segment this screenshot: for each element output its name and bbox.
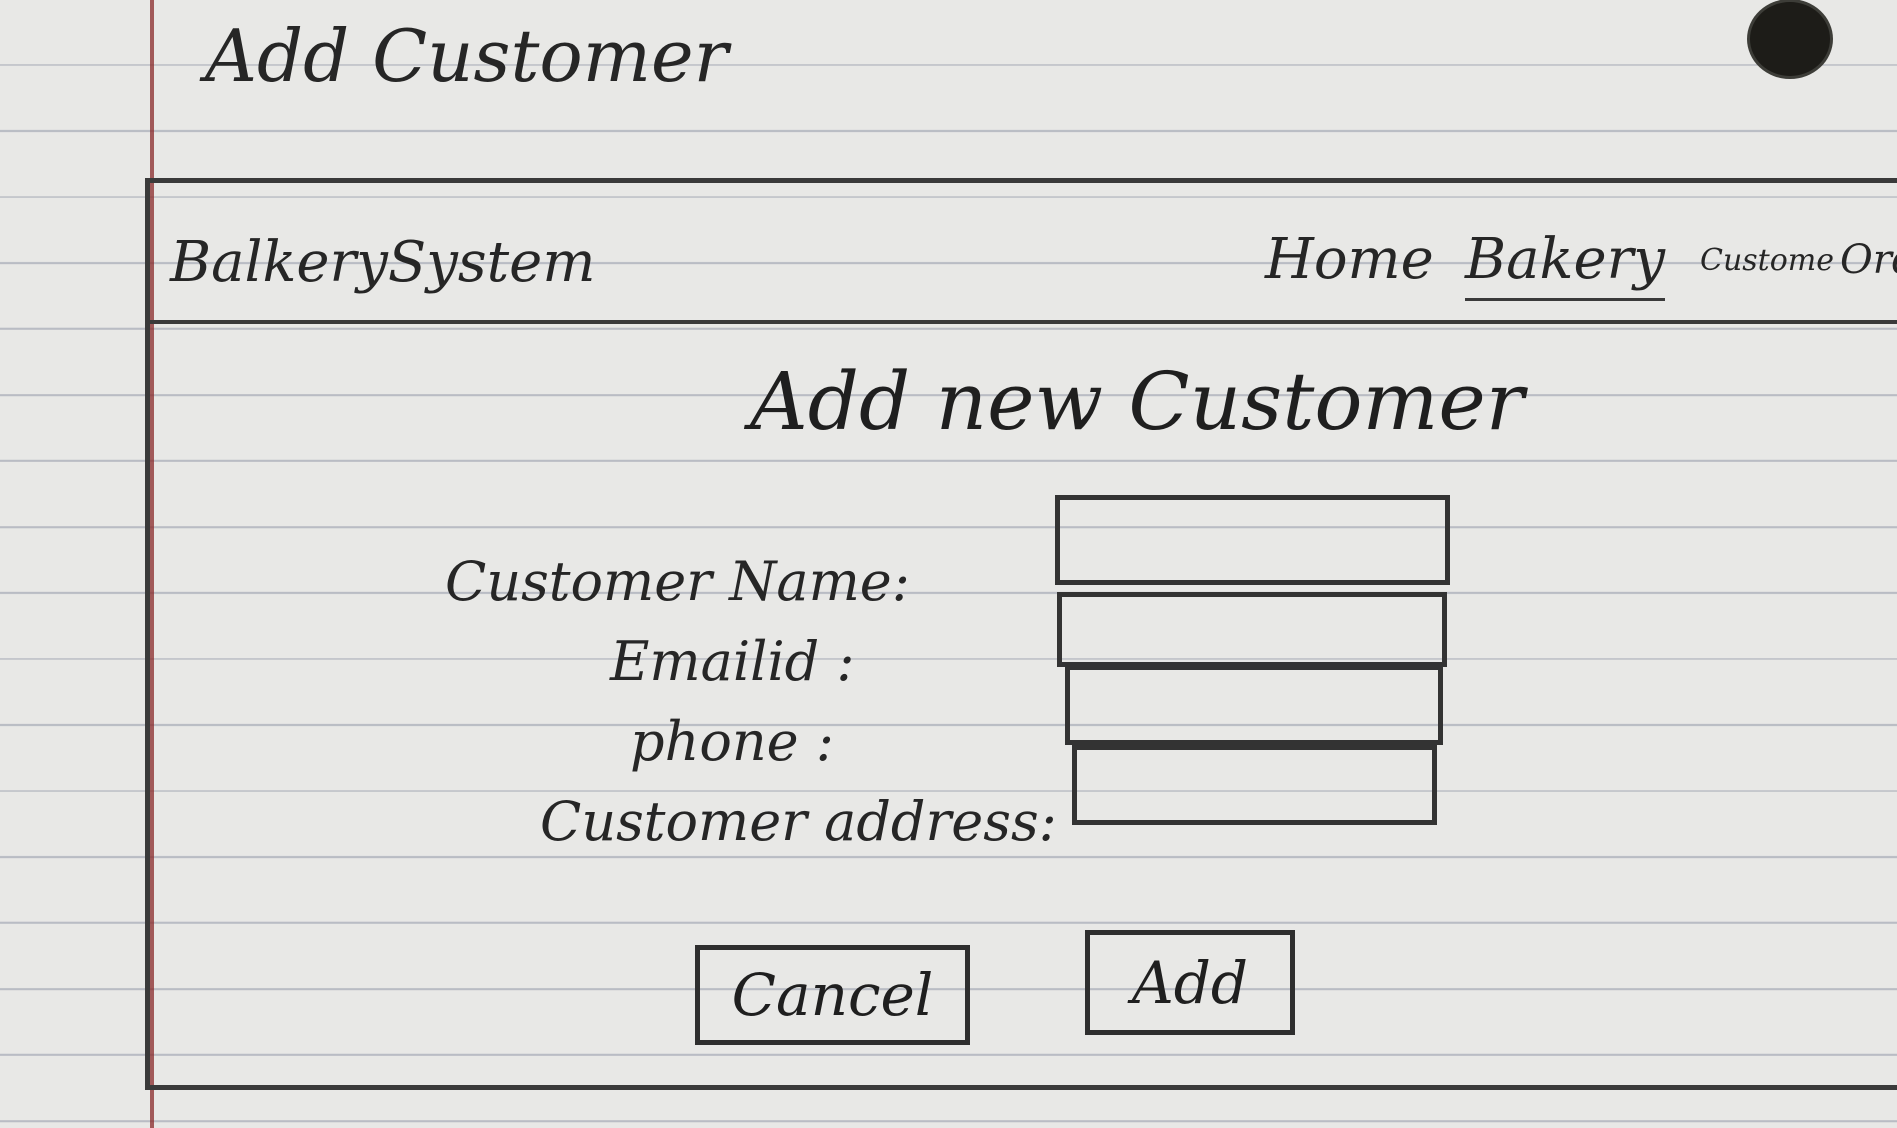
form-heading: Add new Customer <box>750 355 1524 448</box>
customer-name-label: Customer Name: <box>445 550 910 613</box>
punch-hole <box>1750 2 1830 76</box>
nav-link-customer[interactable]: Custome <box>1700 243 1834 278</box>
nav-link-home[interactable]: Home <box>1265 227 1434 292</box>
brand-title: BalkerySystem <box>170 230 596 295</box>
email-input[interactable] <box>1057 592 1447 667</box>
phone-input[interactable] <box>1065 665 1443 745</box>
cancel-button[interactable]: Cancel <box>695 945 970 1045</box>
nav-link-order[interactable]: Order <box>1840 237 1897 283</box>
customer-address-input[interactable] <box>1072 745 1437 825</box>
notebook-margin-line <box>150 0 154 1128</box>
sheet-title: Add Customer <box>205 14 729 98</box>
phone-label: phone : <box>630 710 834 773</box>
nav-links: Home Bakery Custome Order <box>1220 205 1897 320</box>
top-navbar: BalkerySystem Home Bakery Custome Order <box>150 205 1897 324</box>
add-button[interactable]: Add <box>1085 930 1295 1035</box>
customer-address-label: Customer address: <box>540 790 1057 853</box>
nav-link-bakery[interactable]: Bakery <box>1465 227 1666 301</box>
app-window <box>145 178 1897 1090</box>
customer-name-input[interactable] <box>1055 495 1450 585</box>
email-label: Emailid : <box>610 630 855 693</box>
